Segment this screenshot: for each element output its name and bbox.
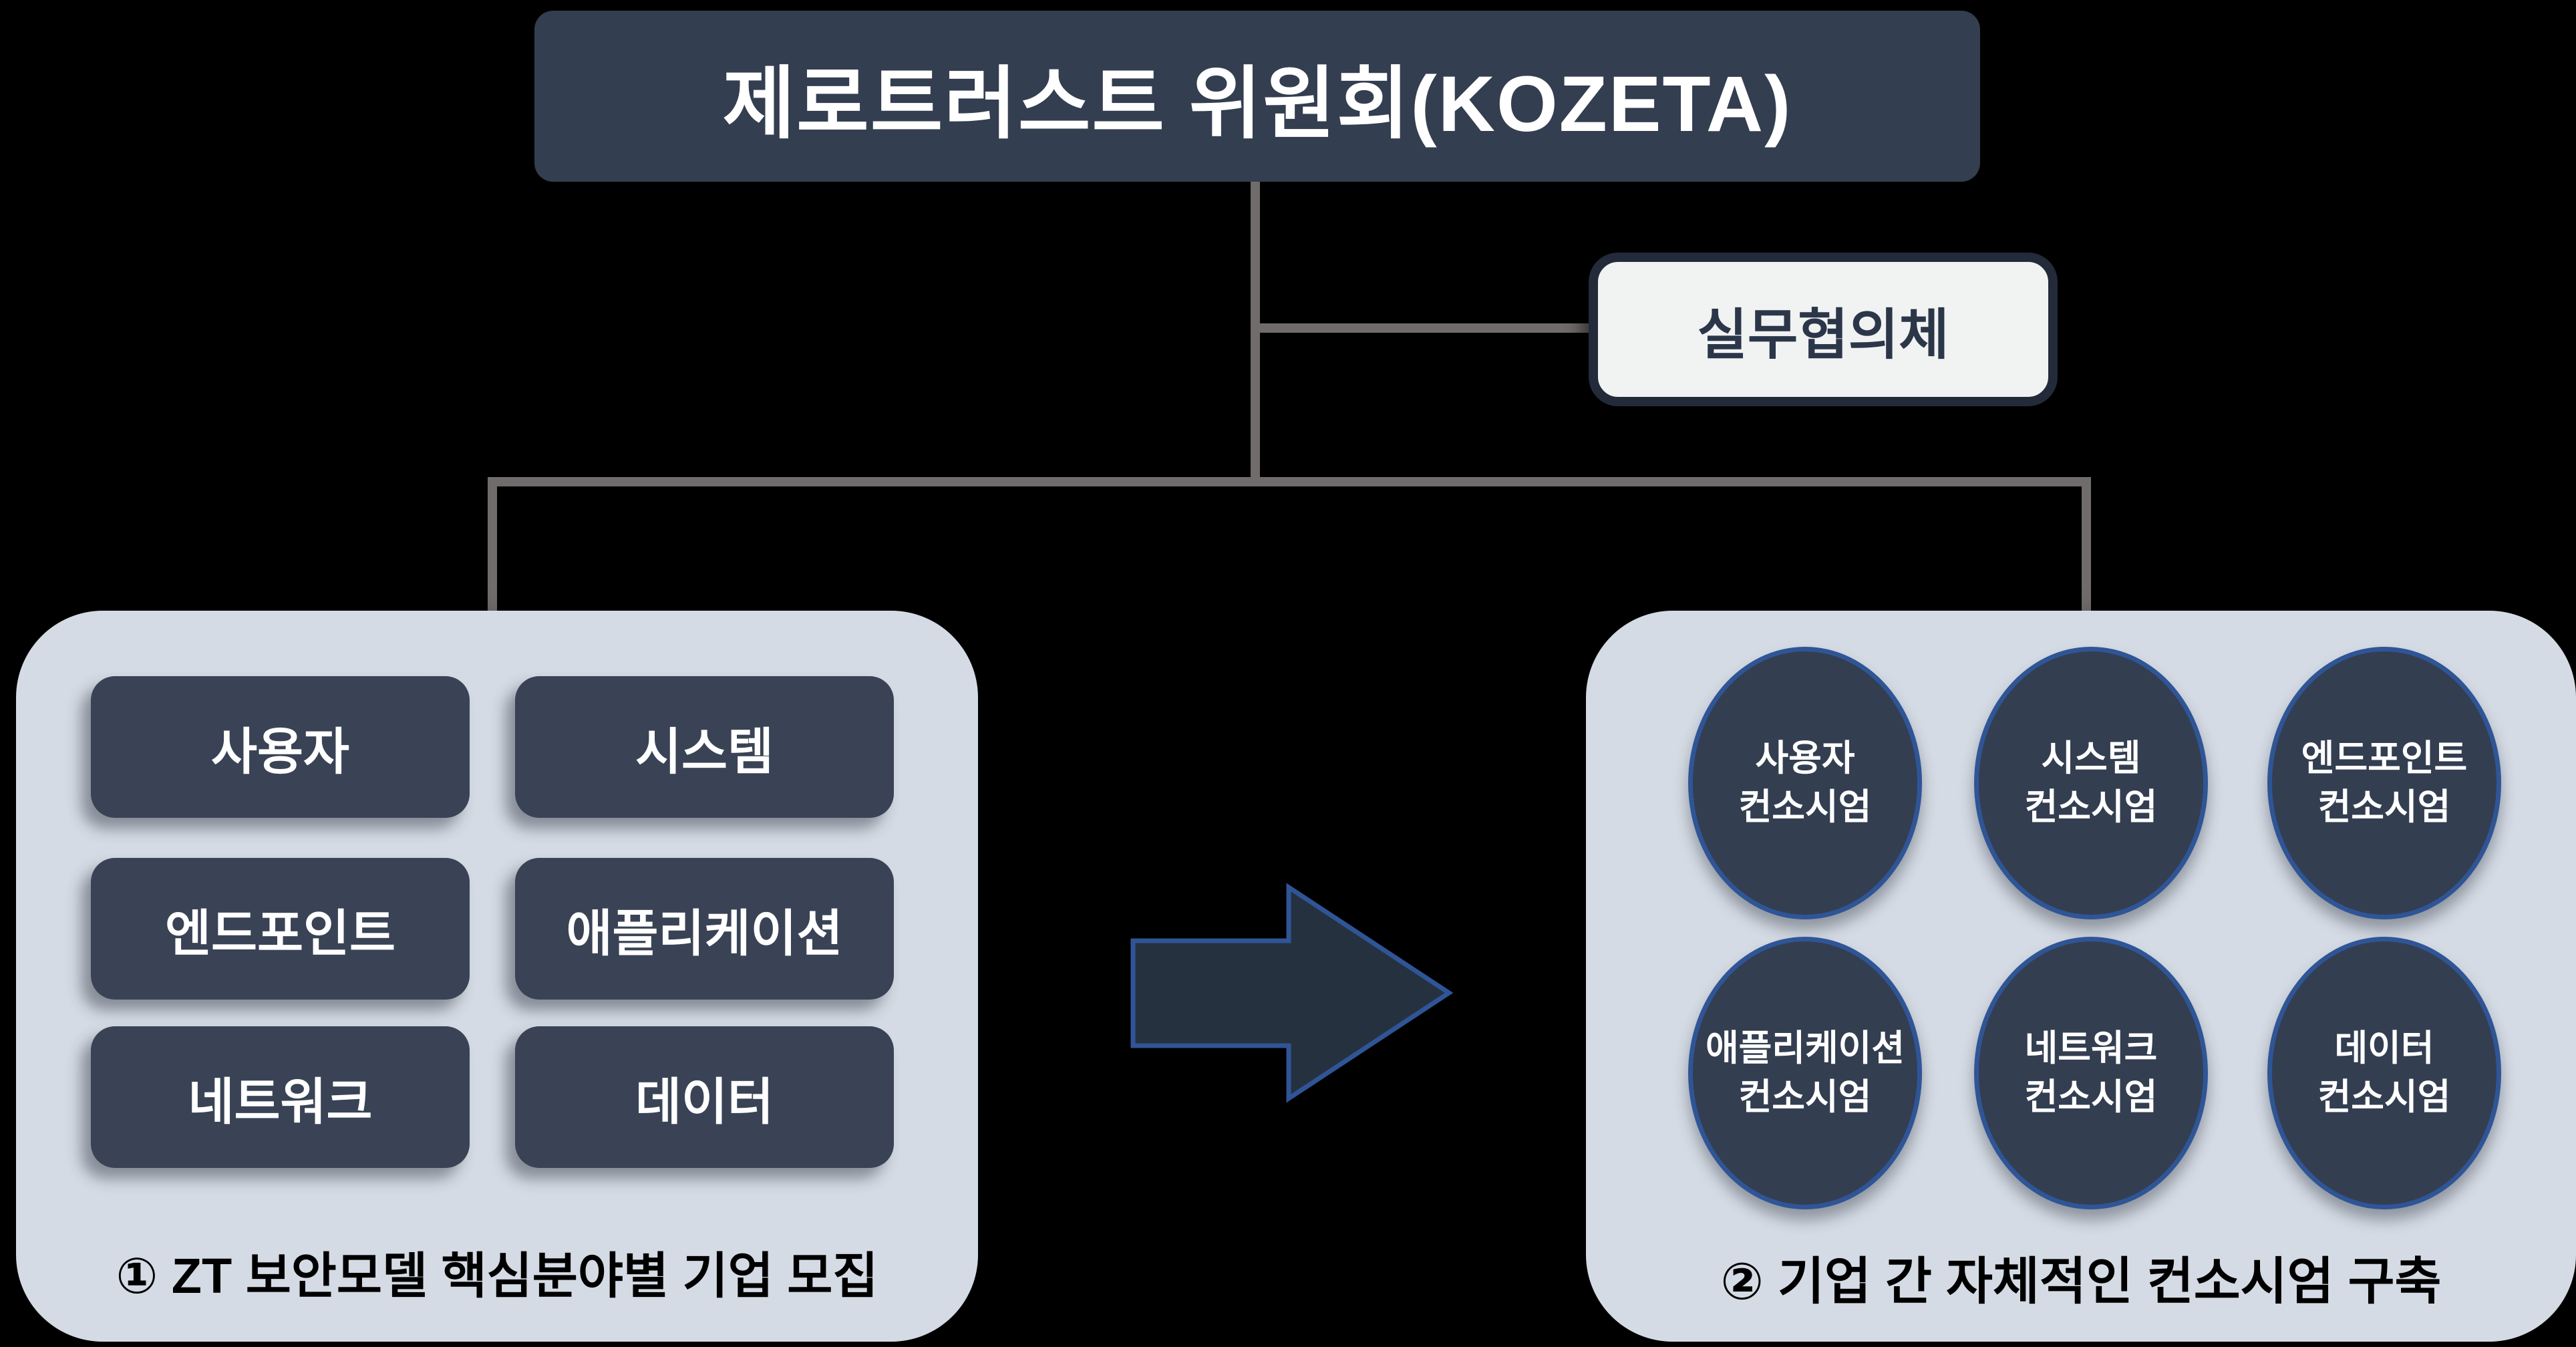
consortium-system-line2: 컨소시엄 (2024, 787, 2158, 827)
committee-box: 제로트러스트 위원회(KOZETA) (534, 11, 1980, 182)
consortium-system-line1: 시스템 (2041, 738, 2141, 779)
connector-horizontal-main (488, 477, 2091, 486)
consortium-endpoint-line2: 컨소시엄 (2317, 787, 2451, 827)
consortium-application-line2: 컨소시엄 (1738, 1077, 1872, 1117)
field-panel: 사용자 시스템 엔드포인트 애플리케이션 네트워크 데이터 ① ZT 보안모델 … (16, 611, 978, 1342)
committee-title: 제로트러스트 위원회(KOZETA) (722, 59, 1792, 148)
connector-branch-to-working-group (1251, 323, 1591, 333)
connector-drop-left (488, 477, 497, 612)
consortium-network-line2: 컨소시엄 (2024, 1077, 2158, 1117)
consortium-ellipse-data: 데이터 컨소시엄 (2267, 937, 2501, 1209)
field-button-endpoint: 엔드포인트 (91, 858, 470, 1000)
right-arrow-icon (1129, 882, 1456, 1106)
field-button-user-label: 사용자 (210, 723, 349, 780)
consortium-ellipse-network: 네트워크 컨소시엄 (1974, 937, 2208, 1209)
working-group-label: 실무협의체 (1697, 304, 1949, 365)
consortium-application-line1: 애플리케이션 (1705, 1028, 1905, 1069)
right-panel-caption: ② 기업 간 자체적인 컨소시엄 구축 (1720, 1253, 2442, 1310)
field-button-application: 애플리케이션 (515, 858, 894, 1000)
consortium-endpoint-line1: 엔드포인트 (2301, 738, 2468, 779)
consortium-ellipse-system: 시스템 컨소시엄 (1974, 647, 2208, 919)
consortium-ellipse-application: 애플리케이션 컨소시엄 (1688, 937, 1922, 1209)
consortium-data-line1: 데이터 (2334, 1028, 2434, 1069)
consortium-user-line2: 컨소시엄 (1738, 787, 1872, 827)
field-button-network-label: 네트워크 (188, 1073, 373, 1130)
connector-drop-right (2082, 477, 2091, 612)
field-button-data: 데이터 (515, 1026, 894, 1168)
field-button-system: 시스템 (515, 676, 894, 818)
working-group-box: 실무협의체 (1589, 253, 2058, 406)
field-button-system-label: 시스템 (635, 723, 774, 780)
left-panel-caption: ① ZT 보안모델 핵심분야별 기업 모집 (116, 1248, 878, 1304)
field-button-user: 사용자 (91, 676, 470, 818)
field-button-endpoint-label: 엔드포인트 (164, 905, 395, 961)
field-button-application-label: 애플리케이션 (566, 905, 843, 961)
consortium-ellipse-endpoint: 엔드포인트 컨소시엄 (2267, 647, 2501, 919)
field-button-network: 네트워크 (91, 1026, 470, 1168)
consortium-panel: 사용자 컨소시엄 시스템 컨소시엄 엔드포인트 컨소시엄 애플리케이션 컨소시엄… (1586, 611, 2576, 1342)
consortium-user-line1: 사용자 (1755, 738, 1855, 779)
consortium-data-line2: 컨소시엄 (2317, 1077, 2451, 1117)
field-button-data-label: 데이터 (635, 1073, 774, 1130)
consortium-ellipse-user: 사용자 컨소시엄 (1688, 647, 1922, 919)
consortium-network-line1: 네트워크 (2024, 1028, 2158, 1069)
